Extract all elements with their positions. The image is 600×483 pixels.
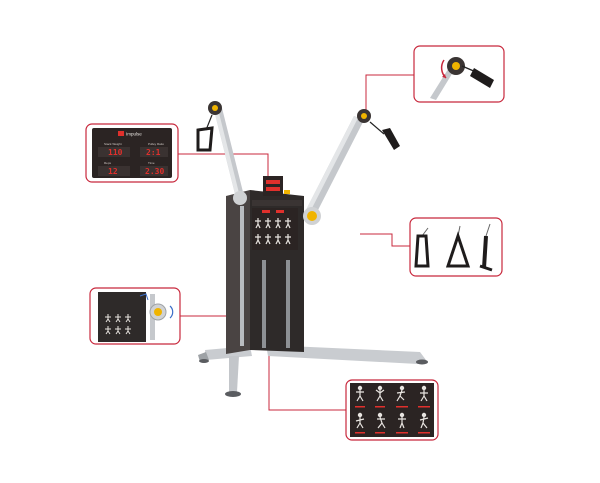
- triangle-handle-icon: [445, 225, 471, 268]
- reps-value: 12: [108, 167, 118, 176]
- display-label-3: Reps: [104, 161, 112, 165]
- display-label-2: Pulley Ratio: [148, 142, 164, 146]
- pulley-ratio-value: 2:1: [146, 148, 161, 157]
- callout-display-panel: Impulse Stack Weight Pulley Ratio Reps T…: [85, 123, 179, 183]
- exercise-figure-icon: [355, 385, 429, 429]
- callout-pulley-swivel: [413, 45, 505, 103]
- logo-mark-icon: [118, 131, 124, 136]
- pulley-swivel-icon: [430, 57, 494, 100]
- left-pulley-arm: [196, 101, 247, 205]
- callout-exercise-chart: [345, 379, 439, 441]
- d-handle-icon: [414, 227, 430, 268]
- time-value: 2.30: [145, 167, 164, 176]
- display-label-4: Time: [148, 161, 155, 165]
- top-display-box: [263, 176, 290, 196]
- callout-adjustment-carriage: [89, 287, 181, 345]
- right-pulley-arm: [303, 109, 400, 225]
- stack-weight-value: 110: [108, 148, 123, 157]
- brand-logo-text: Impulse: [126, 132, 142, 137]
- display-label-1: Stack Weight: [104, 142, 122, 146]
- exercise-placard: [252, 208, 298, 250]
- callout-handles: [409, 217, 503, 277]
- straight-bar-icon: [479, 223, 493, 272]
